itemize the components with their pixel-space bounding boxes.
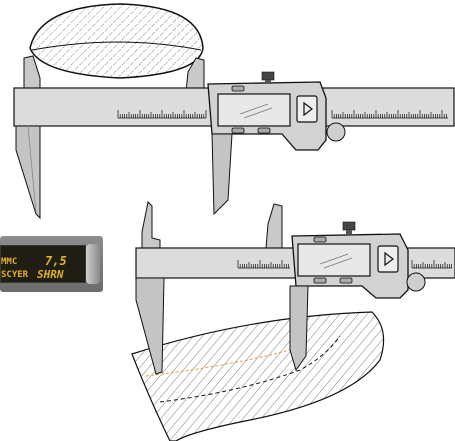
badge-value-bottom: SHRN — [37, 268, 64, 281]
lcd-display — [297, 243, 371, 277]
lens-workpiece — [29, 3, 204, 79]
play-button[interactable] — [377, 245, 399, 273]
thumb-roller[interactable] — [406, 272, 426, 292]
badge-line1: MMC — [1, 257, 18, 267]
slider-upper-jaw — [265, 203, 283, 249]
fixed-lower-jaw — [15, 125, 41, 220]
play-icon — [303, 101, 313, 117]
fixed-lower-jaw — [135, 277, 165, 375]
zero-button[interactable] — [231, 85, 245, 92]
thumb-roller[interactable] — [326, 122, 346, 142]
main-scale — [117, 110, 207, 119]
main-scale — [237, 260, 290, 269]
badge-screen: MMC SCYER 7,5 SHRN — [0, 245, 86, 283]
roller-icon[interactable] — [261, 71, 275, 84]
main-scale-right — [411, 260, 452, 269]
zero-button-bottom[interactable] — [231, 127, 245, 134]
zero-button-bottom[interactable] — [313, 277, 327, 284]
lcd-display — [217, 93, 291, 127]
lcd-badge: MMC SCYER 7,5 SHRN — [0, 236, 103, 292]
badge-value-top: 7,5 — [45, 254, 67, 268]
zero-button[interactable] — [313, 236, 327, 243]
slider-lower-jaw — [211, 133, 233, 216]
roller-icon[interactable] — [342, 221, 356, 234]
play-button[interactable] — [296, 95, 318, 123]
bottom-caliper — [131, 200, 455, 441]
badge-cap — [86, 244, 100, 284]
unit-button-bottom[interactable] — [339, 277, 353, 284]
fixed-upper-jaw — [141, 200, 161, 249]
unit-button-bottom[interactable] — [257, 127, 271, 134]
badge-line2: SCYER — [1, 270, 29, 280]
disc-workpiece — [131, 311, 385, 441]
slider-lower-jaw — [289, 285, 309, 372]
top-caliper — [13, 3, 455, 220]
main-scale-right — [331, 110, 448, 119]
fixed-upper-jaw — [23, 55, 41, 89]
play-icon — [384, 251, 394, 267]
